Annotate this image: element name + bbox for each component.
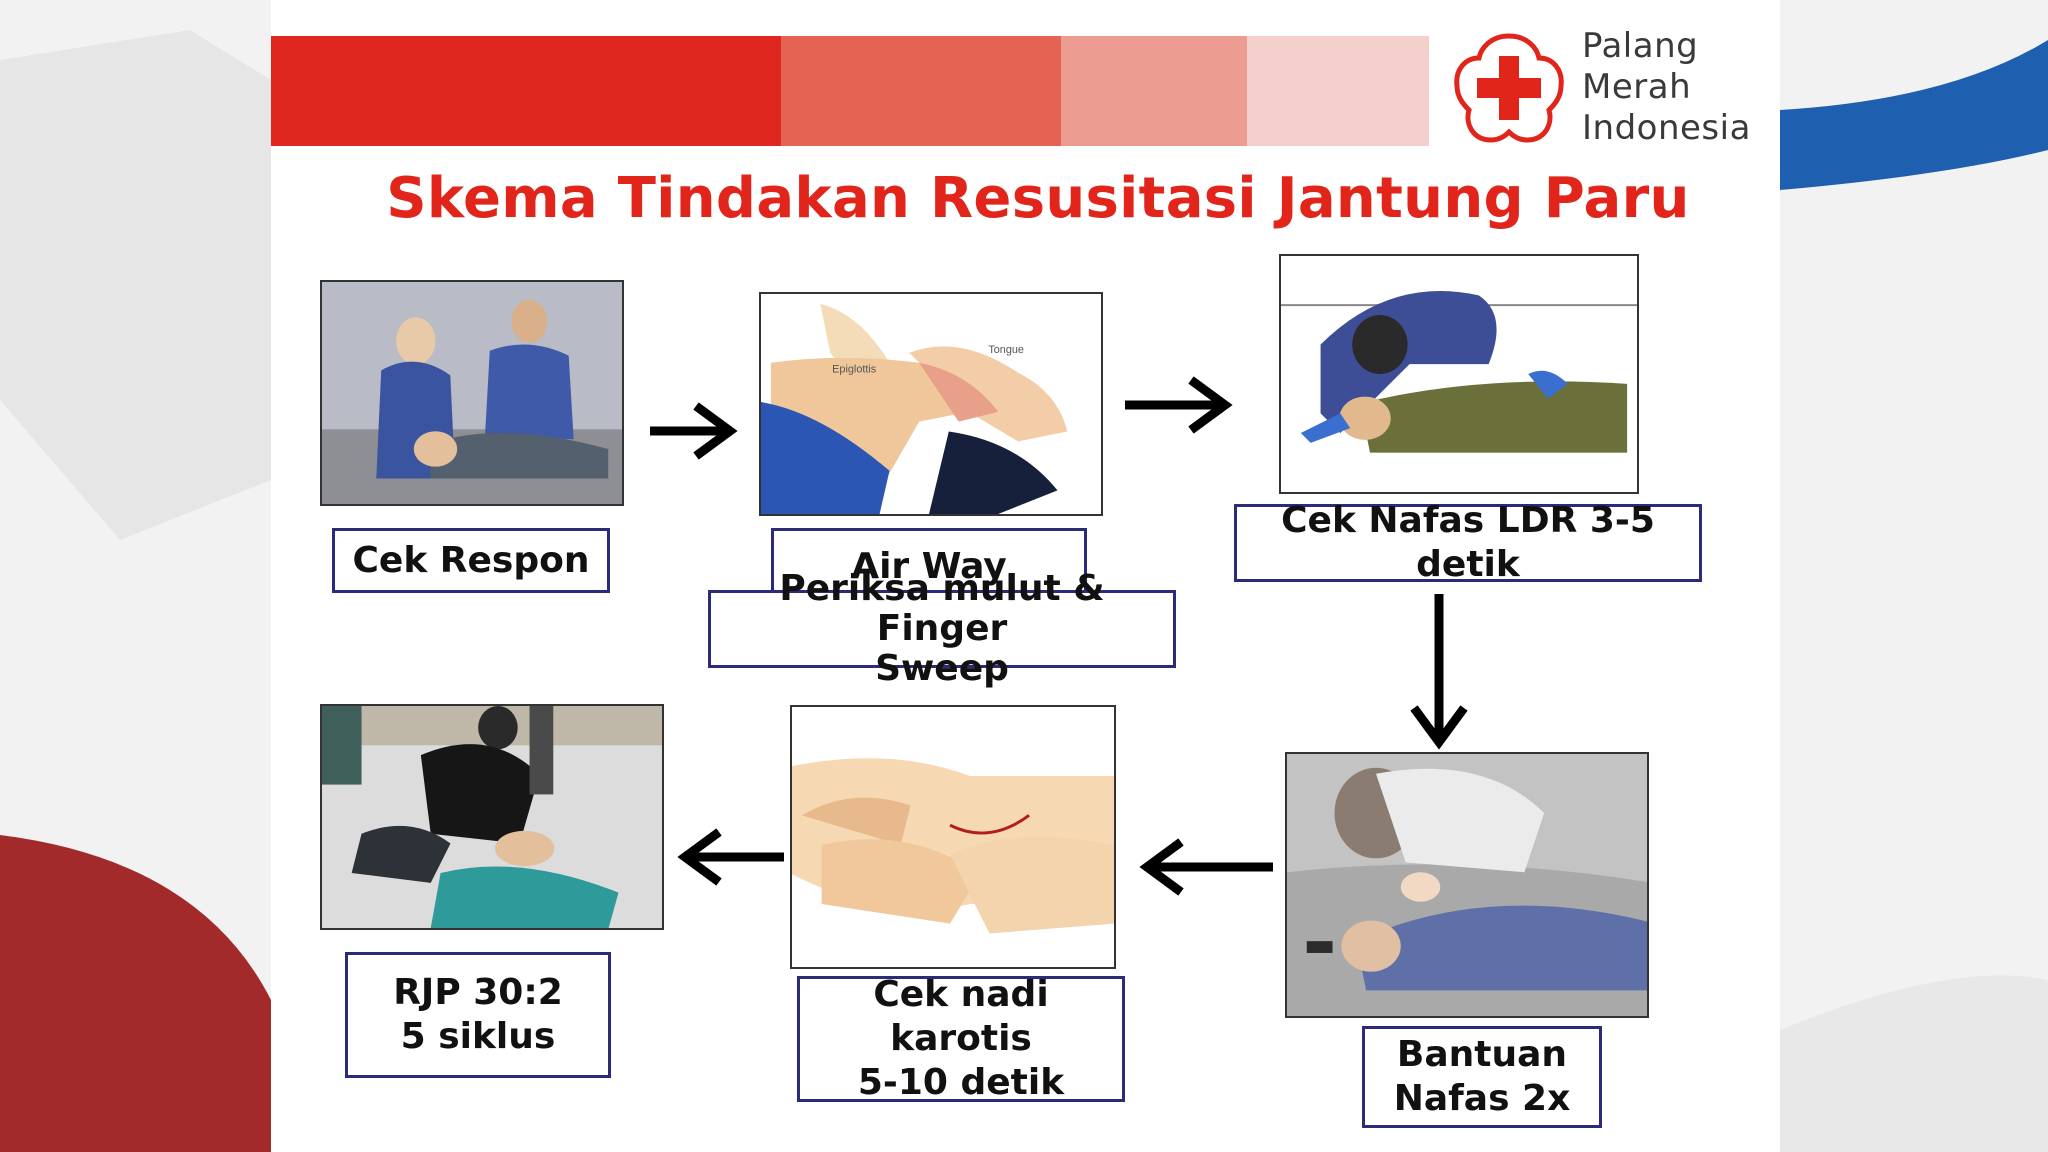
photo-rjp [320,704,664,930]
tongue-label: Tongue [988,344,1024,356]
epiglottis-label: Epiglottis [832,364,877,376]
arrow-left-1-icon [1139,838,1273,896]
bg-grey-shape-bottom-right [1780,975,2048,1152]
bg-blue-arc-top-right [1780,40,2048,190]
brand-name-line1: Palang [1582,26,1699,66]
arrow-right-1-icon [650,402,738,460]
photo-air-way-control: Tongue Epiglottis [759,292,1103,516]
header-band-4 [1247,36,1429,146]
page-title: Skema Tindakan Resusitasi Jantung Paru [386,166,1690,231]
brand-name: Palang Merah Indonesia [1582,26,1780,149]
header-band-1 [271,36,781,146]
brand-name-line3: Indonesia [1582,108,1751,148]
bg-grey-shape-left [0,30,271,540]
step-label-periksa-mulut: Periksa mulut & Finger Sweep [708,569,1176,689]
bg-red-blob-bottom-left [0,835,271,1152]
arrow-right-2-icon [1125,376,1233,434]
arrow-down-icon [1410,594,1468,750]
brand-name-line2: Merah [1582,67,1692,107]
photo-cek-nafas [1279,254,1639,494]
header-band-2 [781,36,1061,146]
step-label-bantuan-nafas: Bantuan Nafas 2x [1362,1026,1602,1128]
photo-bantuan-nafas [1285,752,1649,1018]
step-label-cek-nadi-karotis: Cek nadi karotis 5-10 detik [797,974,1125,1103]
red-cross-logo-icon [1454,33,1564,143]
header-band-3 [1061,36,1247,146]
photo-cek-respon [320,280,624,506]
step-label-rjp: RJP 30:2 5 siklus [345,952,611,1078]
slide: Palang Merah Indonesia Skema Tindakan Re… [271,0,1780,1152]
step-label-cek-nafas: Cek Nafas LDR 3-5 detik [1234,500,1702,585]
step-label-cek-respon: Cek Respon [332,528,610,593]
photo-cek-nadi-karotis [790,705,1116,969]
arrow-left-2-icon [677,828,784,886]
